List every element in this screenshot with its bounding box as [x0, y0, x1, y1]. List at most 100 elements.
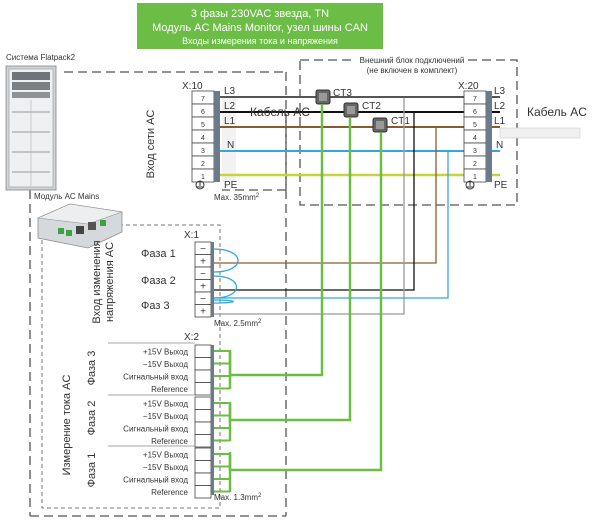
- x10-cable-label: Кабель AC: [250, 105, 310, 119]
- vsense-phase2: [214, 113, 415, 291]
- ct-signal-wires: [211, 104, 383, 493]
- x2-terminal: [194, 421, 212, 435]
- x1-max: Max. 2.5mm2: [214, 319, 262, 328]
- module-label: Модуль AC Mains: [34, 192, 99, 201]
- x2-terminal: [194, 447, 212, 461]
- ct2-core: [347, 106, 355, 114]
- header-banner: 3 фазы 230VAC звезда, TN Модуль AC Mains…: [137, 3, 383, 49]
- ct3-wire: [228, 104, 324, 377]
- x2-row-label: Reference: [151, 385, 188, 394]
- x1-terminal-polarity: −: [200, 244, 206, 255]
- x10-l3: L3: [224, 86, 236, 97]
- ac-mains-module: Модуль AC Mains: [34, 192, 123, 249]
- x20-l3: L3: [494, 86, 506, 97]
- x10-rail: [214, 91, 220, 182]
- x20-terminal-number: 5: [473, 122, 477, 129]
- x1-terminal-polarity: +: [200, 307, 206, 318]
- x2-row-label: Сигнальный вход: [123, 425, 188, 434]
- x1-phase-3: Фаз 3: [141, 300, 170, 312]
- x2-terminal: [194, 369, 212, 383]
- x2-terminal: [194, 357, 212, 371]
- x1-phase-1: Фаза 1: [141, 248, 176, 260]
- x10-l1: L1: [224, 116, 236, 127]
- module-connector: [76, 226, 84, 234]
- ac-power-wires: [214, 96, 581, 182]
- cabinet-rectifier-row: [12, 82, 50, 90]
- x2-terminal: [194, 460, 212, 474]
- ct2-label: CT2: [362, 101, 381, 112]
- header-line-1: 3 фазы 230VAC звезда, TN: [191, 8, 329, 20]
- module-connector: [100, 220, 106, 226]
- cabinet-rectifier-row: [12, 92, 50, 98]
- x10-terminal-number: 3: [201, 148, 205, 155]
- x10-ground-icon: [195, 180, 205, 190]
- x20-terminal-number: 4: [473, 135, 477, 142]
- x10-terminal-number: 1: [201, 174, 205, 181]
- x20-n: N: [496, 140, 503, 151]
- x1-terminal-polarity: +: [200, 282, 206, 293]
- header-line-2: Модуль AC Mains Monitor, узел шины CAN: [152, 22, 368, 34]
- ct3-core: [319, 93, 327, 101]
- ct3-label: CT3: [333, 88, 352, 99]
- x2-row-label: +15V Выход: [143, 451, 188, 460]
- x2-row-label: −15V Выход: [143, 412, 188, 421]
- x10-terminal-number: 2: [201, 161, 205, 168]
- voltage-sense-wires: [213, 98, 449, 315]
- x1-terminal-block: X:1 −+−+−+ Фаза 1 Фаза 2 Фаз 3 Вход изме…: [91, 230, 262, 328]
- x2-row-label: −15V Выход: [143, 360, 188, 369]
- x2-group-phase-2: Фаза 2: [86, 401, 98, 436]
- x2-row-label: +15V Выход: [143, 348, 188, 357]
- x2-terminal: [194, 409, 212, 423]
- x20-title: X:20: [458, 81, 479, 92]
- x20-l1: L1: [494, 116, 506, 127]
- x20-terminal-number: 7: [473, 96, 477, 103]
- header-background: [137, 3, 383, 49]
- x2-max: Max. 1.3mm2: [214, 493, 262, 502]
- x20-ground-icon: [465, 180, 475, 190]
- vsense-neutral-jumpers: [213, 248, 239, 304]
- external-label-bg: [356, 55, 468, 77]
- vsense-phase3: [214, 98, 405, 315]
- x20-terminal-number: 1: [473, 174, 477, 181]
- x20-terminal-number: 2: [473, 161, 477, 168]
- flatpack2-cabinet: Система Flatpack2: [5, 53, 76, 191]
- external-boundary: [299, 59, 518, 206]
- x2-terminal-block: X:2 Измерение тока AC Фаза 3 Фаза 2 Фаза…: [61, 332, 262, 502]
- module-connector: [88, 222, 96, 230]
- system-label: Система Flatpack2: [6, 53, 76, 62]
- vsense-neutral: [214, 152, 449, 299]
- current-transformers: CT3 CT2 CT1: [315, 88, 410, 133]
- x2-row-label: +15V Выход: [143, 400, 188, 409]
- x2-terminal: [194, 434, 212, 448]
- x10-l2: L2: [224, 101, 236, 112]
- x2-terminal: [194, 472, 212, 486]
- x10-pe: PE: [224, 180, 238, 191]
- ct1-label: CT1: [391, 116, 410, 127]
- x1-side-label-2: напряжения AC: [104, 242, 116, 322]
- x2-side-label: Измерение тока AC: [61, 375, 73, 476]
- x20-terminal-number: 6: [473, 109, 477, 116]
- external-label-2: (не включен в комплект): [367, 66, 458, 75]
- x10-terminal-number: 7: [201, 96, 205, 103]
- x2-terminal: [194, 485, 212, 499]
- x1-terminal-polarity: +: [200, 257, 206, 268]
- x2-row-label: Сигнальный вход: [123, 373, 188, 382]
- x10-title: X:10: [182, 81, 203, 92]
- x1-side-label-1: Вход изменения: [91, 240, 103, 323]
- x1-terminal-polarity: −: [200, 294, 206, 305]
- module-top: [36, 203, 123, 225]
- x10-terminal-number: 4: [201, 135, 205, 142]
- ct1-core: [376, 121, 384, 129]
- x1-phase-2: Фаза 2: [141, 275, 176, 287]
- system-boundary: [29, 71, 287, 517]
- cabinet-rectifier-row: [12, 72, 50, 80]
- x2-rail: [211, 345, 214, 495]
- x1-terminal-polarity: −: [200, 269, 206, 280]
- x1-rail: [211, 242, 214, 317]
- x2-row-label: −15V Выход: [143, 463, 188, 472]
- x20-cable-label: Кабель AC: [527, 105, 587, 119]
